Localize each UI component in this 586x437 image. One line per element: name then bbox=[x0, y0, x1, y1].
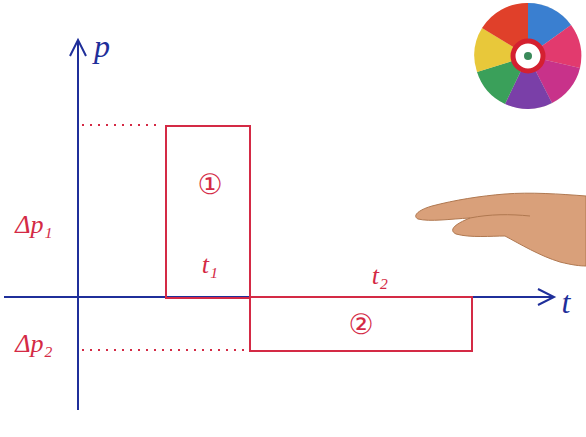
axis-arrowhead bbox=[538, 289, 554, 305]
area-number: ② bbox=[348, 311, 373, 339]
momentum-change-label: Δp₁ bbox=[15, 212, 52, 238]
open-hand bbox=[416, 193, 586, 266]
axis-label: p bbox=[94, 30, 110, 62]
p-axis bbox=[77, 42, 79, 410]
time-label: t₁ bbox=[202, 252, 218, 278]
time-label: t₂ bbox=[372, 263, 388, 289]
impulse-rectangle: ① t₁ bbox=[165, 125, 251, 299]
dotted-guide bbox=[82, 349, 248, 351]
axis-label: t bbox=[562, 286, 571, 318]
axis-arrowhead bbox=[70, 40, 86, 56]
momentum-change-label: Δp₂ bbox=[15, 331, 52, 357]
area-number: ① bbox=[197, 171, 222, 199]
impulse-rectangle: ② bbox=[249, 296, 473, 352]
beach-ball bbox=[474, 3, 581, 109]
dotted-guide bbox=[82, 124, 162, 126]
